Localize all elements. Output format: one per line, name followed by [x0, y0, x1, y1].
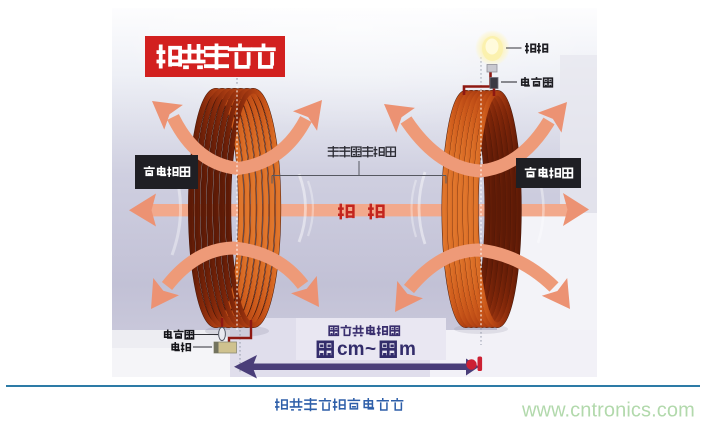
- svg-text:www.cntronics.com: www.cntronics.com: [521, 400, 695, 422]
- svg-text:cm: cm: [337, 339, 364, 360]
- svg-text:m: m: [399, 339, 416, 360]
- svg-text:~: ~: [365, 339, 376, 360]
